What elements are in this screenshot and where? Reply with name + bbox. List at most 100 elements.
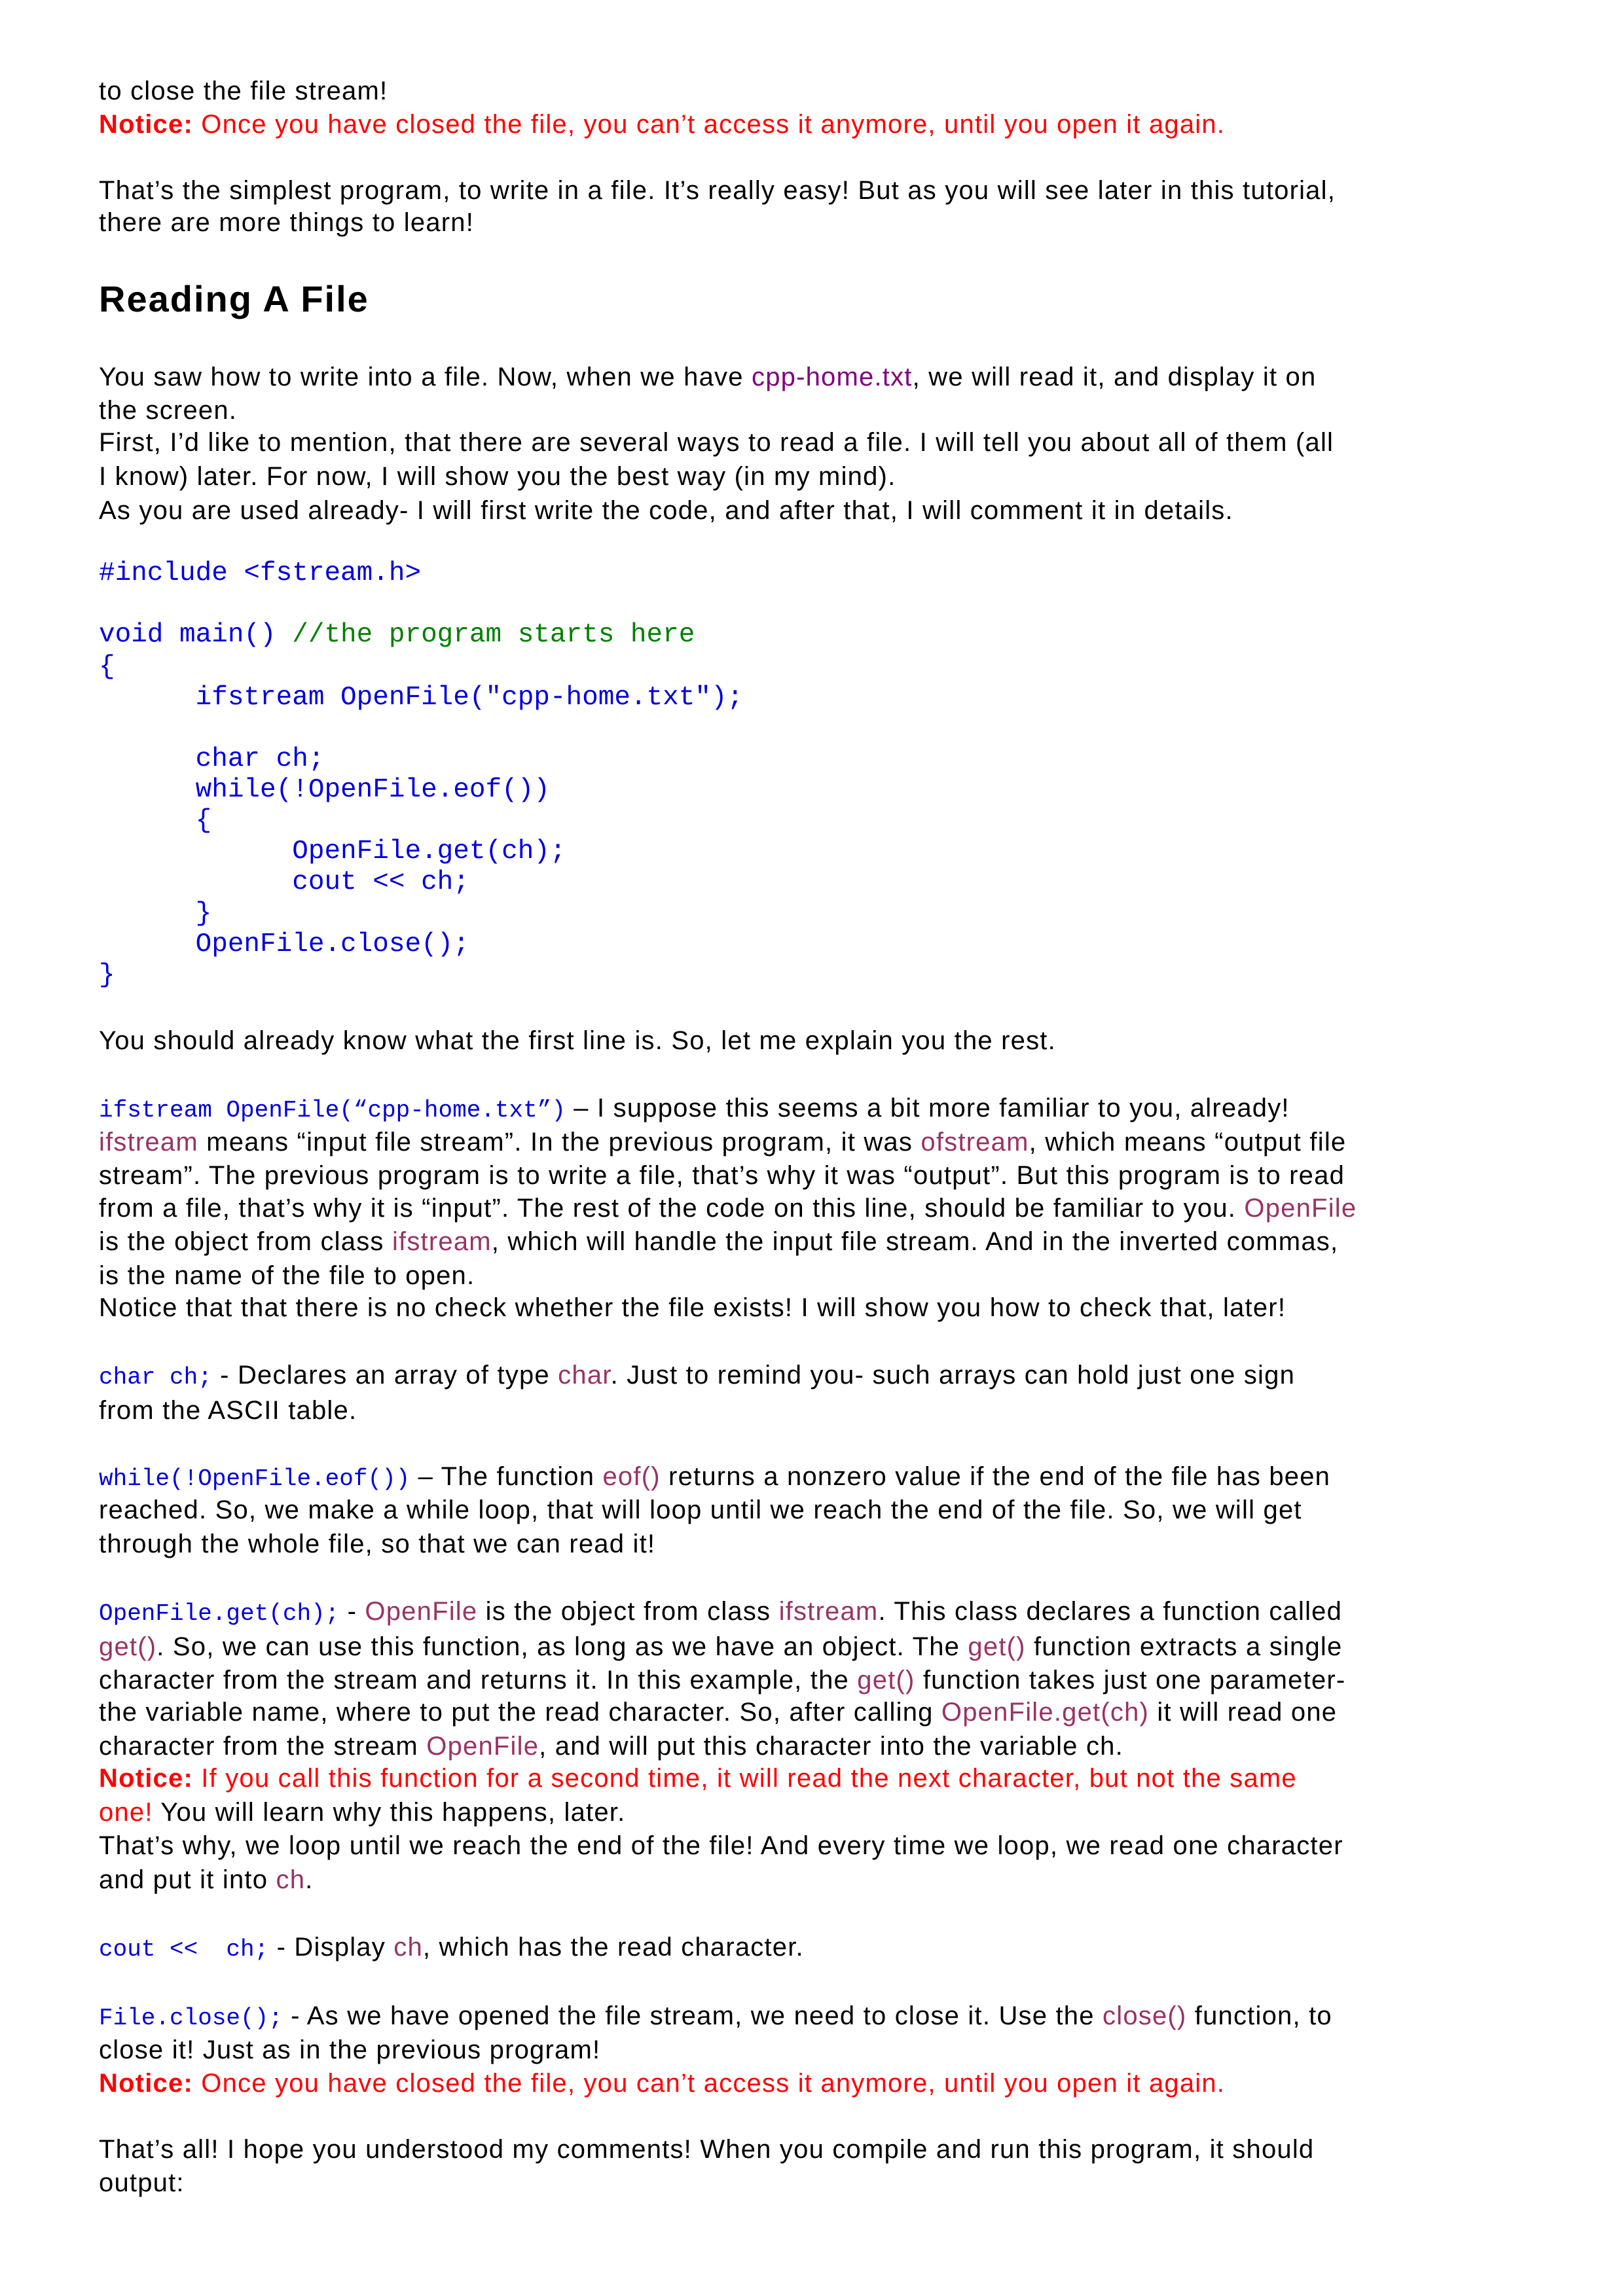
code-text: OpenFile.get(ch);: [99, 836, 566, 867]
body-text: is the name of the file to open.: [99, 1261, 475, 1290]
text-line: I know) later. For now, I will show you …: [99, 460, 896, 493]
code-text: ifstream OpenFile("cpp-home.txt");: [99, 683, 744, 713]
code-text: OpenFile.close();: [99, 929, 469, 960]
text-line: while(!OpenFile.eof()) – The function eo…: [99, 1460, 1330, 1496]
code-text: void main(): [99, 620, 293, 650]
text-line: output:: [99, 2166, 185, 2199]
body-text: function takes just one parameter-: [915, 1666, 1346, 1695]
code-text: {: [99, 652, 115, 682]
body-text: is the object from class: [99, 1227, 392, 1256]
text-line: character from the stream OpenFile, and …: [99, 1730, 1123, 1763]
code-line: ifstream OpenFile("cpp-home.txt");: [99, 682, 744, 713]
body-text: function, to: [1186, 2001, 1332, 2030]
section-heading: Reading A File: [99, 278, 369, 320]
inline-code: cout << ch;: [99, 1936, 269, 1963]
code-line: while(!OpenFile.eof()): [99, 774, 550, 806]
body-text: Reading A File: [99, 278, 369, 319]
body-text: You saw how to write into a file. Now, w…: [99, 363, 752, 391]
code-text: #include <fstream.h>: [99, 558, 422, 588]
code-text: cout << ch;: [99, 867, 469, 897]
code-line: {: [99, 651, 115, 683]
code-line: }: [99, 898, 212, 929]
notice-label: Notice:: [99, 1764, 193, 1793]
text-line: the screen.: [99, 394, 237, 427]
body-text: First, I’d like to mention, that there a…: [99, 428, 1334, 457]
body-text: there are more things to learn!: [99, 208, 475, 237]
body-text: through the whole file, so that we can r…: [99, 1530, 656, 1558]
text-line: stream”. The previous program is to writ…: [99, 1159, 1345, 1192]
body-text: character from the stream and returns it…: [99, 1666, 858, 1695]
body-text: character from the stream: [99, 1732, 427, 1761]
notice-label: Notice:: [99, 110, 193, 139]
body-text: , which has the read character.: [422, 1933, 804, 1962]
text-line: and put it into ch.: [99, 1863, 313, 1896]
body-text: close it! Just as in the previous progra…: [99, 2036, 601, 2064]
keyword-highlight: ifstream: [99, 1128, 198, 1157]
body-text: from a file, that’s why it is “input”. T…: [99, 1194, 1245, 1223]
text-line: character from the stream and returns it…: [99, 1664, 1345, 1696]
body-text: it will read one: [1149, 1698, 1338, 1727]
notice-label: Notice:: [99, 2069, 193, 2098]
text-line: First, I’d like to mention, that there a…: [99, 426, 1334, 459]
body-text: , and will put this character into the v…: [539, 1732, 1123, 1761]
body-text: As you are used already- I will first wr…: [99, 496, 1233, 525]
body-text: the variable name, where to put the read…: [99, 1698, 941, 1727]
code-line: }: [99, 960, 115, 991]
body-text: returns a nonzero value if the end of th…: [660, 1462, 1331, 1491]
body-text: function extracts a single: [1025, 1632, 1343, 1661]
text-line: through the whole file, so that we can r…: [99, 1528, 655, 1560]
inline-code: while(!OpenFile.eof()): [99, 1465, 410, 1492]
body-text: You should already know what the first l…: [99, 1026, 1056, 1055]
text-line: ifstream means “input file stream”. In t…: [99, 1126, 1346, 1158]
inline-code: ifstream OpenFile(“cpp-home.txt”): [99, 1097, 566, 1124]
text-line: That’s why, we loop until we reach the e…: [99, 1829, 1343, 1862]
body-text: means “input file stream”. In the previo…: [198, 1128, 921, 1157]
keyword-highlight: ch: [393, 1933, 423, 1962]
keyword-highlight: ch: [276, 1865, 306, 1894]
notice-text: one!: [99, 1798, 153, 1827]
text-line: from the ASCII table.: [99, 1394, 357, 1427]
code-line: #include <fstream.h>: [99, 558, 421, 589]
text-line: OpenFile.get(ch); - OpenFile is the obje…: [99, 1595, 1342, 1630]
text-line: Notice: If you call this function for a …: [99, 1762, 1297, 1795]
text-line: char ch; - Declares an array of type cha…: [99, 1359, 1295, 1394]
body-text: to close the file stream!: [99, 77, 388, 105]
text-line: one! You will learn why this happens, la…: [99, 1796, 625, 1829]
code-line: char ch;: [99, 744, 325, 775]
body-text: the screen.: [99, 396, 238, 425]
notice-text: Once you have closed the file, you can’t…: [192, 2069, 1226, 2098]
body-text: Notice that that there is no check wheth…: [99, 1293, 1286, 1322]
keyword-highlight: char: [558, 1361, 611, 1390]
notice-text: If you call this function for a second t…: [192, 1764, 1297, 1793]
keyword-highlight: OpenFile: [426, 1732, 539, 1761]
keyword-highlight: ifstream: [778, 1597, 879, 1626]
keyword-highlight: ifstream: [392, 1227, 492, 1256]
body-text: . This class declares a function called: [878, 1597, 1343, 1626]
body-text: , we will read it, and display it on: [912, 363, 1317, 391]
text-line: Notice that that there is no check wheth…: [99, 1291, 1286, 1324]
keyword-highlight: OpenFile.get(ch): [941, 1698, 1150, 1727]
text-line: the variable name, where to put the read…: [99, 1696, 1337, 1729]
text-line: is the object from class ifstream, which…: [99, 1225, 1338, 1258]
body-text: from the ASCII table.: [99, 1396, 357, 1425]
keyword-highlight: get(): [857, 1666, 915, 1695]
body-text: That’s the simplest program, to write in…: [99, 176, 1336, 205]
keyword-highlight: get(): [99, 1632, 157, 1661]
text-line: Notice: Once you have closed the file, y…: [99, 108, 1225, 141]
text-line: to close the file stream!: [99, 75, 388, 107]
body-text: - Declares an array of type: [211, 1361, 558, 1390]
body-text: stream”. The previous program is to writ…: [99, 1161, 1345, 1190]
keyword-highlight: OpenFile: [1244, 1194, 1357, 1223]
text-line: close it! Just as in the previous progra…: [99, 2034, 600, 2066]
body-text: - As we have opened the file stream, we …: [282, 2001, 1103, 2030]
text-line: reached. So, we make a while loop, that …: [99, 1494, 1302, 1526]
code-comment: //the program starts here: [292, 620, 695, 650]
text-line: ifstream OpenFile(“cpp-home.txt”) – I su…: [99, 1092, 1290, 1127]
body-text: That’s why, we loop until we reach the e…: [99, 1831, 1343, 1860]
body-text: - Display: [268, 1933, 394, 1962]
inline-code: char ch;: [99, 1364, 212, 1391]
body-text: You will learn why this happens, later.: [153, 1798, 626, 1827]
body-text: output:: [99, 2168, 185, 2197]
code-line: OpenFile.close();: [99, 929, 469, 960]
